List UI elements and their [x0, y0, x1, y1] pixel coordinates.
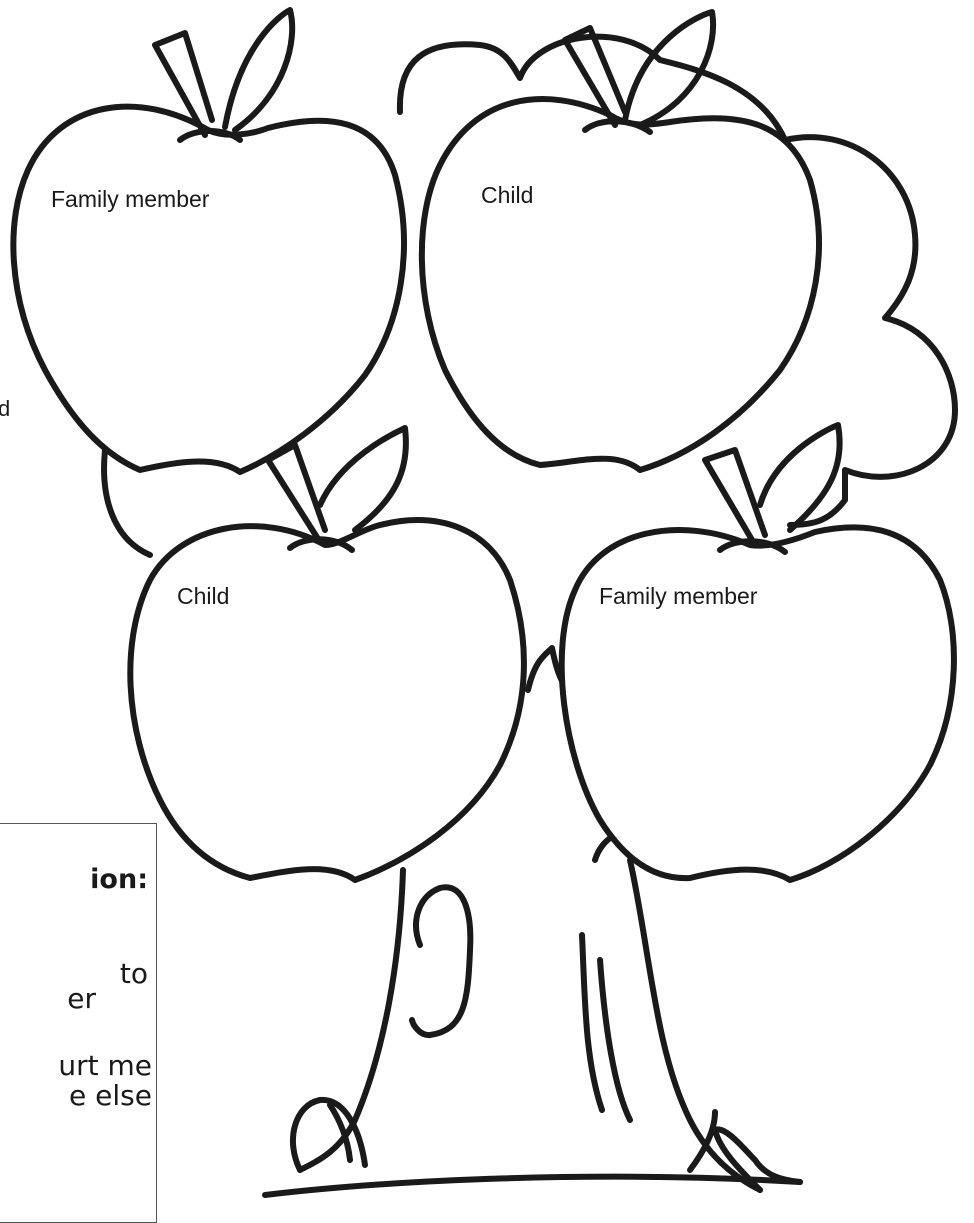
apple-bottom-left-body: [127, 517, 527, 883]
apple-top-right-body: [418, 96, 822, 473]
trunk-roots: [289, 1096, 803, 1193]
instruction-line-2: er: [67, 982, 96, 1015]
apple-label-top-right: Child: [481, 182, 534, 208]
trunk-knot: [409, 884, 474, 1039]
apple-bottom-right-stem: [702, 447, 788, 555]
apple-bottom-left-stem: [265, 442, 355, 553]
apple-bottom-left-leaf: [317, 425, 409, 533]
apple-top-left-leaf: [222, 7, 296, 133]
apple-top-left-stem: [152, 30, 243, 143]
instruction-box-title: ion:: [90, 864, 148, 895]
apple-top-right-leaf: [622, 9, 716, 128]
apple-top-left-body: [10, 103, 407, 475]
apple-label-bottom-right: Family member: [599, 583, 758, 609]
instruction-line-1: to: [119, 957, 148, 990]
apple-top-right-stem: [562, 25, 653, 135]
stray-text-fragment: d: [0, 396, 11, 421]
instruction-line-3: urt me: [58, 1049, 152, 1082]
apple-bottom-right-body: [558, 524, 957, 883]
apple-label-top-left: Family member: [51, 186, 210, 212]
apple-label-bottom-left: Child: [177, 583, 230, 609]
instruction-line-4: e else: [69, 1079, 152, 1112]
apple-bottom-right-leaf: [757, 422, 843, 533]
tree-trunk: [262, 832, 803, 1198]
instruction-box: ion: to er urt me e else: [0, 823, 157, 1223]
